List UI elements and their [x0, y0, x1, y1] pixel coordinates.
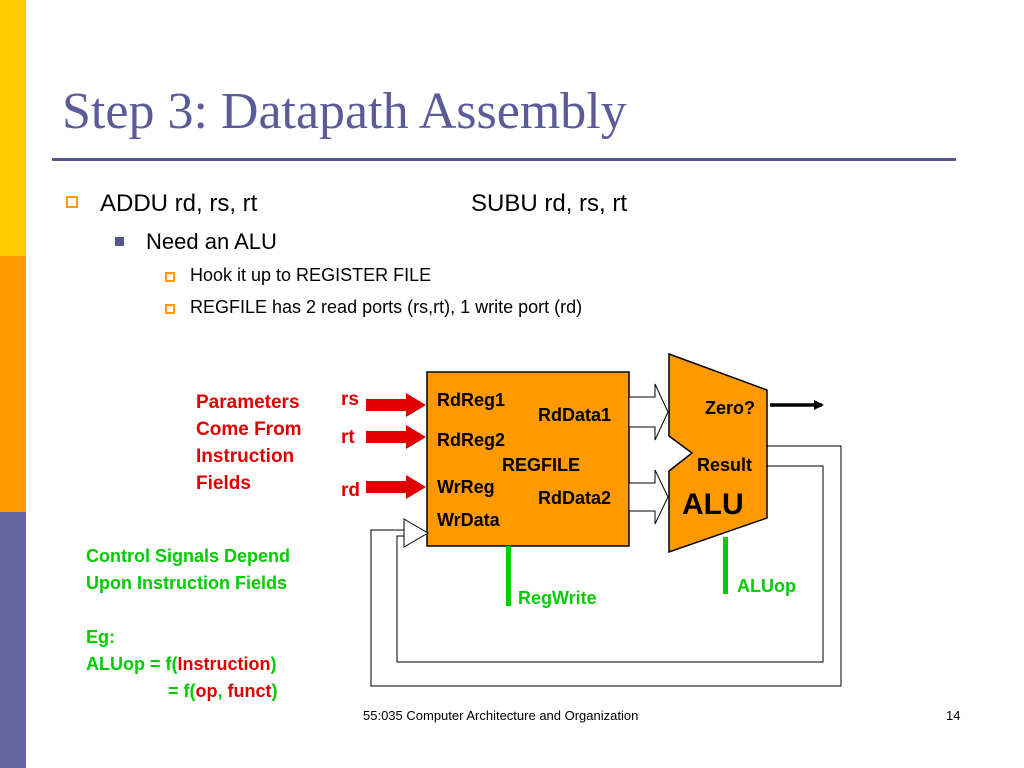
note-text: ALUop = f(	[86, 654, 178, 674]
note-line: Upon Instruction Fields	[86, 573, 287, 593]
alu-name: ALU	[682, 488, 744, 521]
rt-input-arrow	[366, 425, 426, 449]
rddata1-bus-arrow	[628, 383, 669, 441]
note-line: ALUop = f(Instruction)	[86, 651, 290, 678]
note-line: Control Signals Depend	[86, 546, 291, 566]
regwrite-control-line	[506, 546, 511, 606]
note-text: )	[270, 654, 277, 674]
wrdata-label: WrData	[437, 510, 500, 530]
aluop-control-line	[723, 537, 728, 594]
footer-page-number: 14	[946, 708, 961, 723]
note-line: Eg:	[86, 627, 115, 647]
zero-label: Zero?	[705, 398, 756, 418]
title-divider	[52, 158, 956, 161]
alu-shape	[668, 352, 768, 554]
regwrite-label: RegWrite	[518, 588, 597, 608]
bullet-square-icon	[115, 237, 124, 246]
rd-label: rd	[341, 480, 360, 501]
note-line: = f(op, funct)	[86, 678, 290, 705]
rddata2-bus-arrow	[628, 469, 669, 525]
regfile-name: REGFILE	[502, 455, 581, 475]
regfile-box	[426, 371, 630, 547]
result-label: Result	[697, 455, 753, 475]
aluop-label: ALUop	[737, 576, 796, 596]
sidebar-purple	[0, 512, 26, 768]
sidebar-yellow	[0, 0, 26, 256]
bullet-hook: Hook it up to REGISTER FILE	[190, 265, 432, 285]
note-text-red: funct	[227, 681, 272, 701]
rt-label: rt	[341, 427, 355, 448]
bullet-ports: REGFILE has 2 read ports (rs,rt), 1 writ…	[190, 297, 583, 317]
rdreg2-label: RdReg2	[437, 430, 506, 450]
bullet-need-alu: Need an ALU	[146, 229, 277, 254]
parameters-line: Instruction	[196, 446, 295, 467]
rs-input-arrow	[366, 393, 426, 417]
note-text: )	[271, 681, 278, 701]
bullet-square-icon	[66, 196, 78, 208]
result-feedback-path	[370, 445, 842, 687]
rd-input-arrow	[366, 475, 426, 499]
note-spacer	[86, 597, 290, 624]
rddata1-label: RdData1	[538, 405, 612, 425]
bullet-subu: SUBU rd, rs, rt	[471, 190, 628, 217]
control-signals-note: Control Signals Depend Upon Instruction …	[86, 543, 290, 705]
note-text-red: op	[195, 681, 218, 701]
page-title: Step 3: Datapath Assembly	[62, 83, 627, 140]
parameters-line: Parameters	[196, 392, 300, 413]
bullet-square-icon	[165, 272, 175, 282]
note-text: = f(	[168, 681, 196, 701]
bullet-addu: ADDU rd, rs, rt	[100, 190, 258, 217]
sidebar-orange	[0, 256, 26, 512]
footer-course: 55:035 Computer Architecture and Organiz…	[363, 708, 639, 723]
bullet-square-icon	[165, 304, 175, 314]
sidebar-stripes	[0, 0, 26, 768]
parameters-line: Fields	[196, 473, 251, 494]
parameters-line: Come From	[196, 419, 302, 440]
rddata2-label: RdData2	[538, 488, 612, 508]
rdreg1-label: RdReg1	[437, 390, 506, 410]
note-text: ,	[217, 681, 228, 701]
wrreg-label: WrReg	[437, 477, 495, 497]
wrdata-input-arrow	[403, 518, 429, 548]
parameters-label: Parameters Come From Instruction Fields	[196, 389, 302, 497]
rs-label: rs	[341, 389, 359, 410]
note-text-red: Instruction	[177, 654, 271, 674]
